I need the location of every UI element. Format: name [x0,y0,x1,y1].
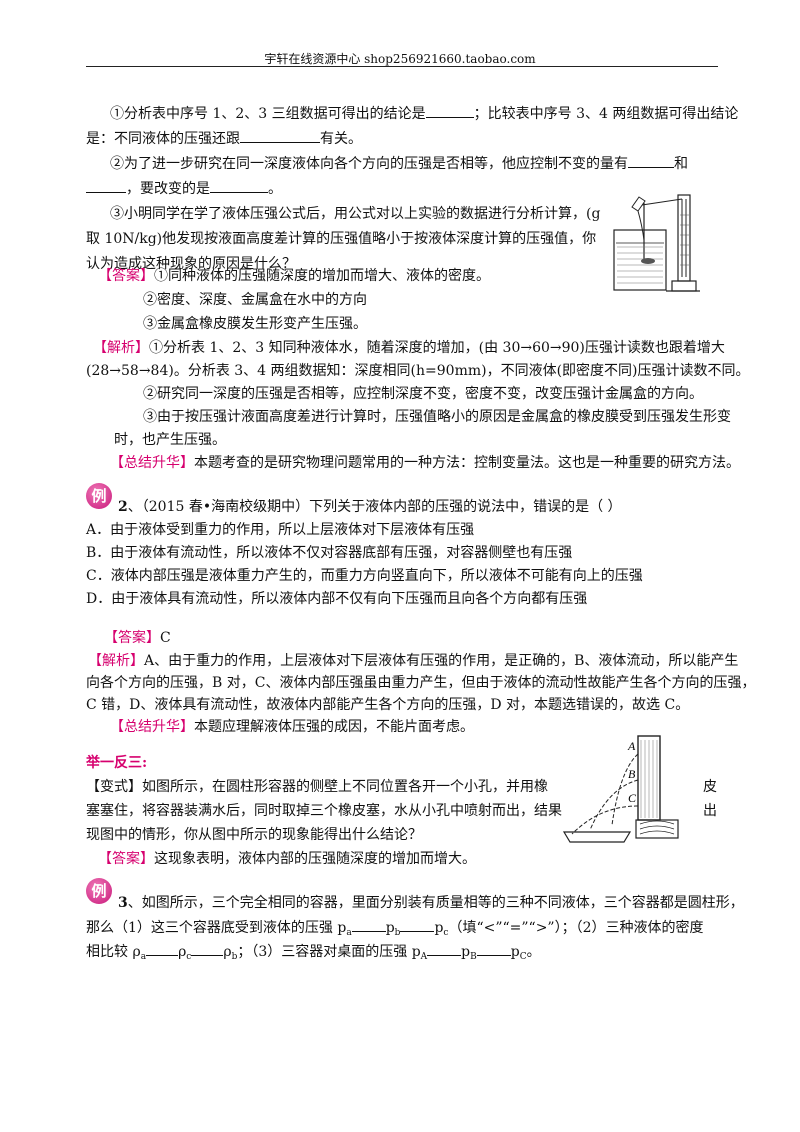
figure-label-c: C [628,791,637,805]
q1-line-6: 取 10N/kg)他发现按液面高度差计算的压强值略小于按液体深度计算的压强值，你 [86,231,597,247]
q3-text: 相比较 ρ [86,944,141,960]
answer-blank [191,941,224,956]
q1-text: ；比较表中序号 3、4 两组数据可得出结论 [473,106,739,122]
q1-answer-line-3: ③金属盒橡皮膜发生形变产生压强。 [143,316,367,332]
subscript: a [346,928,352,938]
answer-blank [146,941,179,956]
q1-line-1: ①分析表中序号 1、2、3 三组数据可得出的结论是 ；比较表中序号 3、4 两组数… [110,103,738,124]
question-number: 3 [118,895,128,911]
variant-tag: 【变式】 [86,779,142,795]
summary-tag: 【总结升华】 [110,455,194,471]
q1-text: ，要改变的是 [126,181,210,197]
answer-tag: 【答案】 [98,851,154,867]
q1-line-3: ②为了进一步研究在同一深度液体向各个方向的压强是否相等，他应控制不变的量有 和 [110,153,688,174]
subscript: c [186,952,192,962]
q3-line-1: 3、如图所示，三个完全相同的容器，里面分别装有质量相等的三种不同液体，三个容器都… [118,893,744,913]
q2-stem: 2、（2015 春•海南校级期中）下列关于液体内部的压强的说法中，错误的是（ ） [118,497,622,517]
q3-text: 。 [526,944,541,960]
q2-option-b: B．由于液体有流动性，所以液体不仅对容器底部有压强，对容器侧壁也有压强 [86,545,573,561]
q2-analysis-line-1: 【解析】A、由于重力的作用，上层液体对下层液体有压强的作用，是正确的，B、液体流… [88,651,738,671]
subscript: b [394,928,401,938]
question-number: 2 [118,499,128,515]
q1-line-5: ③小明同学在学了液体压强公式后，用公式对以上实验的数据进行分析计算，(g [110,206,601,222]
q1-text: 是：不同液体的压强还跟 [86,131,240,147]
analysis-tag: 【解析】 [88,653,144,669]
variant-line-2-tail: 出 [703,803,717,819]
analysis-text: ①分析表 1、2、3 知同种液体水，随着深度的增加，(由 30→60→90)压强… [149,340,725,356]
variant-line-2: 塞塞住，将容器装满水后，同时取掉三个橡皮塞，水从小孔中喷射而出，结果 [86,803,562,819]
q1-analysis-line-1: 【解析】①分析表 1、2、3 知同种液体水，随着深度的增加，(由 30→60→9… [93,338,725,358]
q1-text: ②为了进一步研究在同一深度液体向各个方向的压强是否相等，他应控制不变的量有 [110,156,628,172]
subscript: c [443,928,449,938]
q2-stem-text: 、（2015 春•海南校级期中）下列关于液体内部的压强的说法中，错误的是（ ） [127,499,622,515]
q1-text: ①分析表中序号 1、2、3 三组数据可得出的结论是 [110,106,426,122]
q3-text: 那么（1）这三个容器底受到液体的压强 p [86,920,347,936]
q1-analysis-line-4: ③由于按压强计液面高度差进行计算时，压强值略小的原因是金属盒的橡皮膜受到压强发生… [143,409,731,425]
answer-tag: 【答案】 [98,268,154,284]
subscript: a [140,952,147,962]
example-badge: 例 [86,878,112,904]
q3-text: p [510,944,520,960]
q1-text: 。 [268,181,282,197]
q1-line-7: 认为造成这种现象的原因是什么？ [86,256,296,272]
q2-option-c: C．液体内部压强是液体重力产生的，而重力方向竖直向下，所以液体不可能有向上的压强 [86,568,643,584]
subscript: A [420,952,428,962]
q1-analysis-line-5: 时，也产生压强。 [114,432,226,448]
q2-answer: 【答案】C [104,628,171,648]
subscript: b [231,952,238,962]
q3-text: （填“<”“=”“>”）；（2）三种液体的密度 [448,920,704,936]
q1-summary: 【总结升华】本题考查的是研究物理问题常用的一种方法：控制变量法。这也是一种重要的… [110,453,740,473]
summary-text: 本题考查的是研究物理问题常用的一种方法：控制变量法。这也是一种重要的研究方法。 [194,455,740,471]
q1-answer-line-1: 【答案】①同种液体的压强随深度的增加而增大、液体的密度。 [98,266,490,286]
answer-blank [425,103,474,118]
subscript: B [470,952,477,962]
figure-label-a: A [627,739,636,753]
variant-line-3: 现图中的情形，你从图中所示的现象能得出什么结论？ [86,827,422,843]
q1-text: 有关。 [320,131,362,147]
q2-summary: 【总结升华】本题应理解液体压强的成因，不能片面考虑。 [110,717,474,737]
q2-option-a: A．由于液体受到重力的作用，所以上层液体对下层液体有压强 [86,522,475,538]
answer-text: C [160,630,171,646]
pressure-gauge-figure [613,194,700,292]
summary-text: 本题应理解液体压强的成因，不能片面考虑。 [194,719,474,735]
q1-analysis-line-3: ②研究同一深度的压强是否相等，应控制深度不变，密度不变，改变压强计金属盒的方向。 [143,386,703,402]
q1-line-2: 是：不同液体的压强还跟 有关。 [86,128,362,149]
answer-text: 这现象表明，液体内部的压强随深度的增加而增大。 [154,851,476,867]
answer-blank [240,128,320,143]
analysis-text: A、由于重力的作用，上层液体对下层液体有压强的作用，是正确的，B、液体流动，所以… [144,653,739,669]
answer-blank [400,917,435,932]
answer-blank [628,153,674,168]
answer-blank [86,178,126,193]
q1-analysis-line-2: (28→58→84)。分析表 3、4 两组数据知：深度相同(h=90mm)，不同… [86,363,750,379]
variant-line-1: 【变式】如图所示，在圆柱形容器的侧壁上不同位置各开一个小孔，并用橡 [86,777,548,797]
example-badge: 例 [86,483,112,509]
q2-option-d: D．由于液体具有流动性，所以液体内部不仅有向下压强而且向各个方向都有压强 [86,591,588,607]
answer-tag: 【答案】 [104,630,160,646]
variant-heading: 举一反三: [86,755,148,771]
answer-blank [427,941,462,956]
q1-line-4: ，要改变的是 。 [86,178,282,199]
answer-blank [476,941,511,956]
q3-text: 、如图所示，三个完全相同的容器，里面分别装有质量相等的三种不同液体，三个容器都是… [127,895,744,911]
subscript: C [519,952,527,962]
variant-line-1-tail: 皮 [703,779,717,795]
answer-blank [210,178,268,193]
variant-text: 如图所示，在圆柱形容器的侧壁上不同位置各开一个小孔，并用橡 [142,779,548,795]
water-jet-figure: A B C [562,735,679,843]
q2-analysis-line-2: 向各个方向的压强，B 对，C、液体内部压强虽由重力产生，但由于液体的流动性故能产… [86,675,756,691]
q2-analysis-line-3: C 错，D、液体具有流动性，故液体内部能产生各个方向的压强，D 对，本题选错误的… [86,697,690,713]
answer-blank [351,917,386,932]
header-rule [86,66,718,67]
analysis-tag: 【解析】 [93,340,149,356]
page-header: 宇轩在线资源中心 shop256921660.taobao.com [264,52,536,66]
q3-text: ；（3）三容器对桌面的压强 p [237,944,421,960]
figure-label-b: B [628,767,636,781]
answer-text: ①同种液体的压强随深度的增加而增大、液体的密度。 [154,268,490,284]
summary-tag: 【总结升华】 [110,719,194,735]
variant-answer: 【答案】这现象表明，液体内部的压强随深度的增加而增大。 [98,849,476,869]
q1-text: 和 [674,156,688,172]
q1-answer-line-2: ②密度、深度、金属盒在水中的方向 [143,292,367,308]
